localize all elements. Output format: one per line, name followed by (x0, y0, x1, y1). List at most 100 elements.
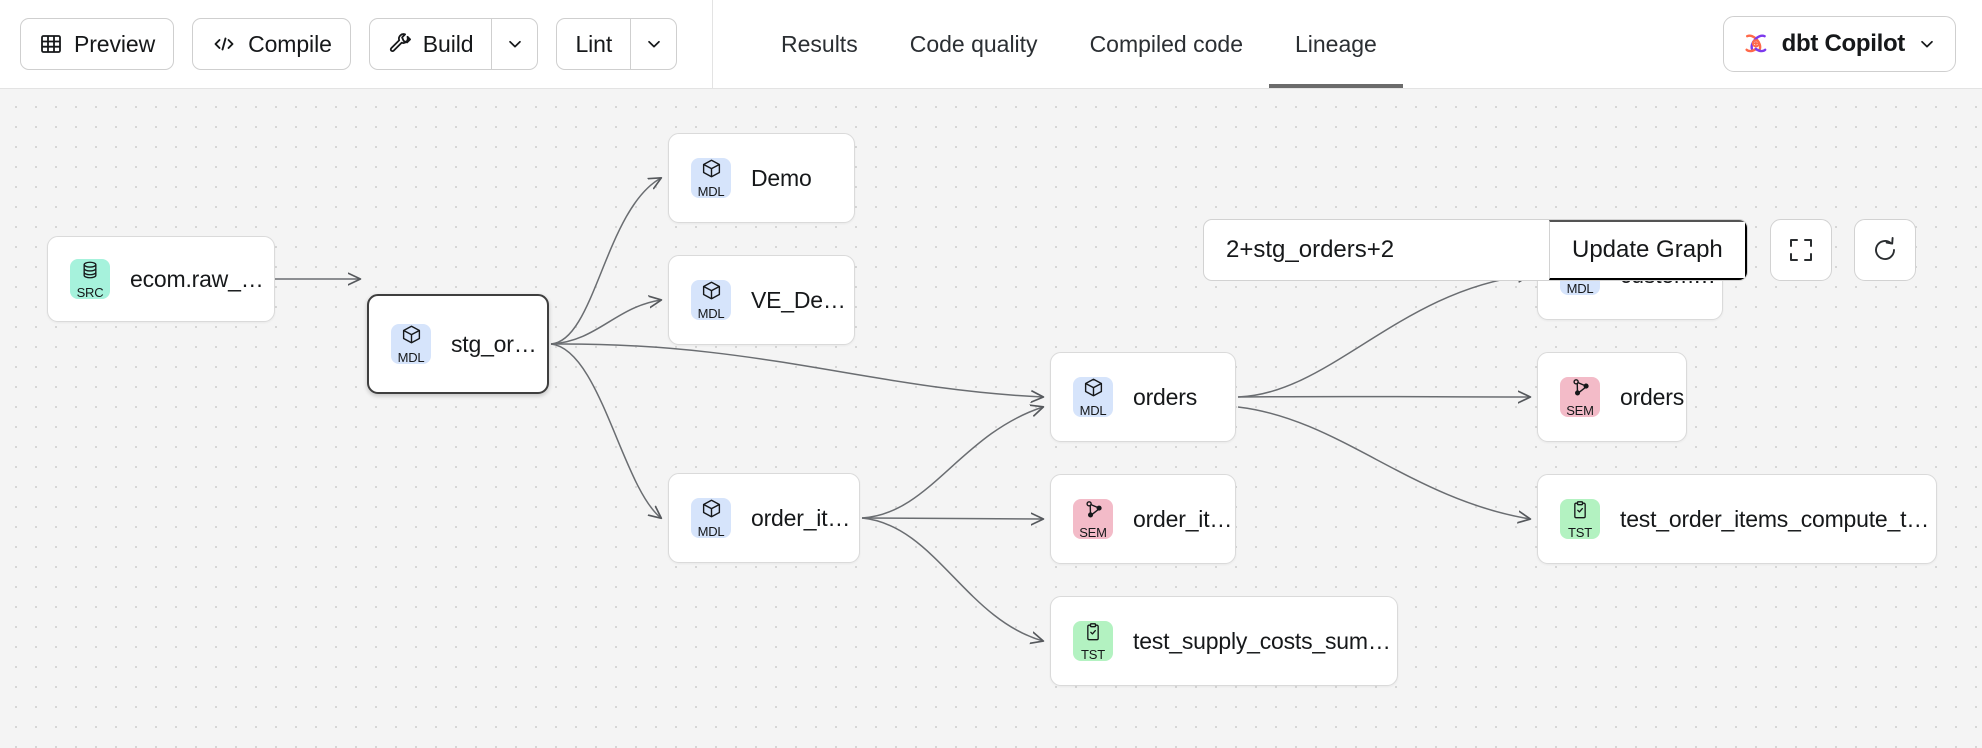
cube-icon (401, 324, 422, 350)
edge-orderitems-to-testsupply (861, 517, 1043, 641)
cube-icon (1083, 377, 1104, 403)
node-type-label: MDL (697, 306, 725, 321)
node-type-label: SEM (1566, 403, 1594, 418)
semantic-icon (1570, 377, 1591, 403)
edge-stg-to-demo (550, 178, 661, 345)
semantic-icon (1083, 499, 1104, 525)
node-type-label: TST (1568, 524, 1592, 540)
graph-query-box: Update Graph (1203, 219, 1748, 281)
node-label-orders_sem: orders (1620, 383, 1684, 410)
code-icon (211, 32, 237, 56)
node-type-badge-mdl: MDL (691, 158, 731, 198)
graph-controls: Update Graph (1203, 219, 1916, 281)
node-type-label: MDL (697, 184, 725, 199)
node-label-test_supply: test_supply_costs_sum_correctly (1133, 627, 1397, 654)
chevron-down-icon (1917, 34, 1937, 54)
preview-button-label: Preview (74, 30, 156, 57)
node-type-badge-mdl: MDL (691, 280, 731, 320)
compile-button-label: Compile (248, 30, 332, 57)
chevron-down-icon (645, 35, 663, 53)
node-type-badge-src: SRC (70, 259, 110, 299)
lineage-node-stg_orders[interactable]: MDL stg_orders (367, 294, 549, 394)
build-dropdown-toggle[interactable] (491, 19, 537, 69)
node-label-order_items: order_items (751, 504, 859, 531)
lineage-node-order_item_sem[interactable]: SEM order_item (1050, 474, 1236, 564)
build-button[interactable]: Build (368, 18, 539, 70)
update-graph-button[interactable]: Update Graph (1549, 220, 1747, 280)
build-button-label: Build (422, 30, 474, 57)
clipboard-check-icon (1570, 500, 1590, 525)
edge-orderitems-to-orderitem (861, 518, 1043, 519)
node-type-badge-sem: SEM (1560, 377, 1600, 417)
result-tabs: Results Code quality Compiled code Linea… (713, 0, 1723, 88)
cube-icon (701, 498, 722, 524)
node-label-demo: Demo (751, 164, 812, 191)
node-type-label: SRC (76, 284, 104, 300)
database-icon (80, 260, 100, 285)
node-label-test_order_items: test_order_items_compute_to_bools_c… (1620, 505, 1936, 532)
tab-lineage[interactable]: Lineage (1268, 0, 1403, 88)
lineage-canvas[interactable]: Update Graph SRC (0, 89, 1982, 748)
tab-compiled-code-label: Compiled code (1089, 30, 1243, 57)
edge-orders-to-testorderitems (1237, 406, 1530, 519)
compile-button[interactable]: Compile (192, 18, 351, 70)
graph-selector-input[interactable] (1204, 220, 1549, 280)
copilot-area: dbt Copilot (1722, 16, 1982, 72)
node-type-label: SEM (1079, 525, 1107, 540)
node-label-stg_orders: stg_orders (451, 330, 547, 357)
fullscreen-icon (1787, 236, 1815, 264)
editor-toolbar: Preview Compile (0, 0, 713, 88)
lineage-node-ecom_raw_orders[interactable]: SRC ecom.raw_orders (47, 236, 275, 322)
tab-results-label: Results (781, 30, 858, 57)
dbt-copilot-icon (1742, 30, 1770, 58)
node-type-badge-mdl: MDL (1073, 377, 1113, 417)
table-icon (39, 32, 63, 56)
wrench-icon (388, 32, 412, 56)
node-type-label: TST (1081, 646, 1105, 662)
lint-button[interactable]: Lint (556, 18, 678, 70)
lineage-node-order_items[interactable]: MDL order_items (668, 473, 860, 563)
lint-button-label: Lint (575, 30, 613, 57)
node-type-badge-sem: SEM (1073, 499, 1113, 539)
edge-stg-to-orders (550, 343, 1043, 397)
node-label-order_item_sem: order_item (1133, 505, 1235, 532)
refresh-button[interactable] (1853, 219, 1916, 281)
lineage-edges (275, 89, 1982, 748)
cube-icon (701, 158, 722, 184)
cube-icon (701, 280, 722, 306)
edge-orders-to-customers (1237, 275, 1530, 398)
tab-lineage-label: Lineage (1294, 30, 1377, 57)
lineage-node-test_supply[interactable]: TST test_supply_costs_sum_correctly (1050, 596, 1398, 686)
node-type-badge-mdl: MDL (691, 498, 731, 538)
fullscreen-button[interactable] (1769, 219, 1832, 281)
tab-results[interactable]: Results (755, 0, 884, 88)
lineage-node-ve_demo[interactable]: MDL VE_Demo (668, 255, 855, 345)
clipboard-check-icon (1083, 622, 1103, 647)
tab-compiled-code[interactable]: Compiled code (1064, 0, 1269, 88)
node-type-label: MDL (1079, 403, 1107, 418)
lineage-node-orders_sem[interactable]: SEM orders (1537, 352, 1687, 442)
node-label-ve_demo: VE_Demo (751, 286, 854, 313)
node-type-label: MDL (397, 350, 425, 365)
lint-dropdown-toggle[interactable] (630, 19, 676, 69)
app-header: Preview Compile (0, 0, 1982, 89)
tab-code-quality[interactable]: Code quality (884, 0, 1064, 88)
preview-button[interactable]: Preview (20, 18, 175, 70)
node-type-badge-tst: TST (1073, 621, 1113, 661)
dbt-copilot-button[interactable]: dbt Copilot (1722, 16, 1956, 72)
chevron-down-icon (506, 35, 524, 53)
lineage-node-demo[interactable]: MDL Demo (668, 133, 855, 223)
node-type-badge-tst: TST (1560, 499, 1600, 539)
refresh-icon (1871, 236, 1899, 264)
node-label-ecom_raw_orders: ecom.raw_orders (130, 265, 274, 292)
node-label-orders_mdl: orders (1133, 383, 1197, 410)
edge-orderitems-to-orders (861, 407, 1043, 519)
node-type-label: MDL (697, 524, 725, 539)
edge-stg-to-vedemo (550, 300, 661, 345)
node-type-label: MDL (1566, 281, 1594, 296)
lineage-node-test_order_items[interactable]: TST test_order_items_compute_to_bools_c… (1537, 474, 1937, 564)
edge-stg-to-orderitems (550, 343, 661, 518)
tab-code-quality-label: Code quality (909, 30, 1038, 57)
lineage-node-orders_mdl[interactable]: MDL orders (1050, 352, 1236, 442)
dbt-copilot-label: dbt Copilot (1781, 30, 1906, 57)
